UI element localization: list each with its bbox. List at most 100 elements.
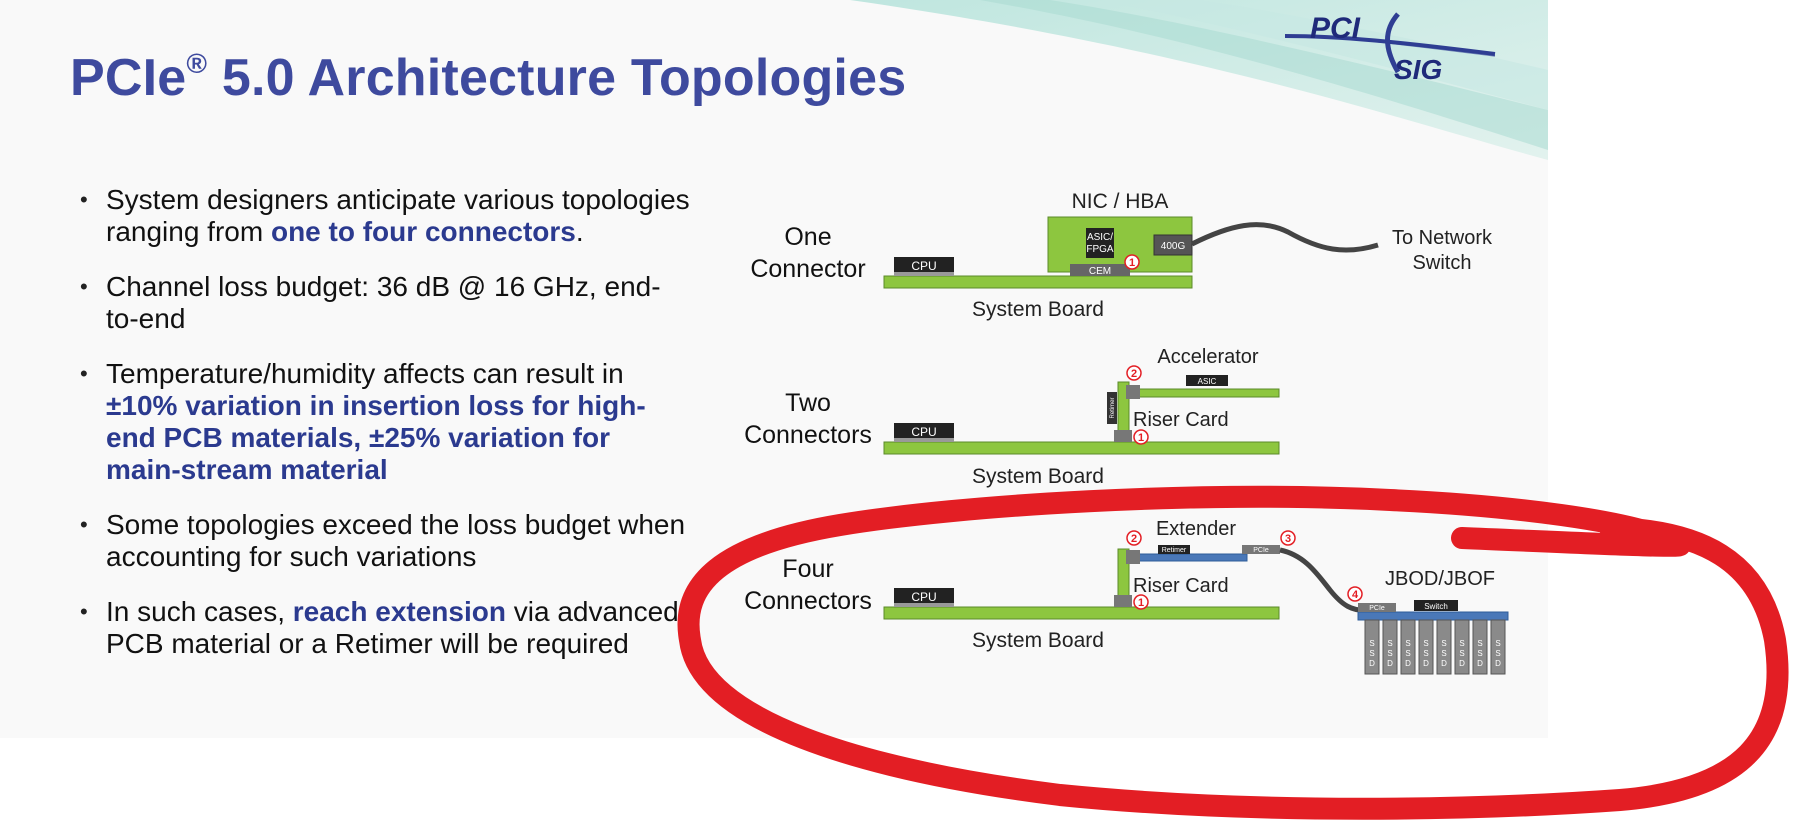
two-cpu-label: CPU <box>911 425 936 439</box>
ssd-drive: SSD <box>1364 619 1380 675</box>
one-system-board <box>883 275 1193 289</box>
ssd-letter: D <box>1387 659 1393 668</box>
one-network-cable <box>1190 222 1379 253</box>
slide: PCI SIG PCIe® 5.0 Architecture Topologie… <box>0 0 1548 738</box>
one-dest-line1: To Network <box>1392 227 1493 249</box>
ssd-drive: SSD <box>1472 619 1488 675</box>
four-cpu-label: CPU <box>911 590 936 604</box>
ssd-letter: D <box>1405 659 1411 668</box>
one-marker-1-label: 1 <box>1129 257 1135 269</box>
two-marker-1 <box>1133 429 1149 445</box>
bullet-highlight-text: ±10% variation in insertion loss for hig… <box>106 390 646 485</box>
topology-four-connectors: Four Connectors System Board CPU Riser C… <box>744 518 1509 675</box>
bullet-item: Temperature/humidity affects can result … <box>80 358 690 486</box>
ssd-letter: D <box>1459 659 1465 668</box>
four-label-line2: Connectors <box>744 587 872 615</box>
title-rest: 5.0 Architecture Topologies <box>207 49 907 107</box>
four-extender-card <box>1128 553 1248 562</box>
bullet-item: Channel loss budget: 36 dB @ 16 GHz, end… <box>80 271 690 335</box>
ssd-letter: S <box>1387 639 1392 648</box>
bullet-text: Some topologies exceed the loss budget w… <box>106 509 686 572</box>
one-asic-line1: ASIC/ <box>1087 232 1113 243</box>
two-accelerator-card <box>1128 388 1280 398</box>
topology-one-connector: One Connector System Board CPU NIC / HBA… <box>750 190 1493 321</box>
two-system-board <box>883 441 1280 455</box>
ssd-letter: S <box>1405 649 1410 658</box>
one-label-line1: One <box>784 223 831 251</box>
bullet-highlight-text: reach extension <box>292 596 506 627</box>
four-board-label: System Board <box>972 629 1104 652</box>
one-cpu-pins <box>894 272 954 276</box>
topology-diagram: One Connector System Board CPU NIC / HBA… <box>744 190 1509 675</box>
two-accelerator-label: Accelerator <box>1157 346 1258 368</box>
ssd-letter: S <box>1405 639 1410 648</box>
two-accel-connector <box>1126 385 1140 399</box>
two-riser-connector-bottom <box>1114 430 1132 442</box>
one-marker-1 <box>1124 254 1140 270</box>
pci-sig-logo: PCI SIG <box>1280 6 1500 86</box>
bullet-item: In such cases, reach extension via advan… <box>80 596 690 660</box>
logo-swirl-icon <box>1284 12 1496 74</box>
four-jbod-pcie-label: PCIe <box>1369 605 1385 612</box>
bullet-text: Channel loss budget: 36 dB @ 16 GHz, end… <box>106 271 661 334</box>
ssd-letter: S <box>1459 639 1464 648</box>
two-marker-2 <box>1126 365 1142 381</box>
one-label-line2: Connector <box>750 255 865 283</box>
two-cpu-pins <box>894 438 954 442</box>
topology-two-connectors: Two Connectors System Board CPU Retimer … <box>744 346 1280 488</box>
logo-pci-text: PCI <box>1310 12 1361 45</box>
four-pcie-label: PCIe <box>1253 547 1269 554</box>
two-label-line2: Connectors <box>744 421 872 449</box>
page-title: PCIe® 5.0 Architecture Topologies <box>70 48 906 108</box>
ssd-drive: SSD <box>1454 619 1470 675</box>
ssd-drive: SSD <box>1382 619 1398 675</box>
four-system-board <box>883 606 1280 620</box>
ssd-drive: SSD <box>1436 619 1452 675</box>
two-label-line1: Two <box>785 389 831 417</box>
four-cpu-pins <box>894 603 954 607</box>
ssd-letter: S <box>1369 639 1374 648</box>
one-dest-line2: Switch <box>1413 252 1472 274</box>
four-marker-4-label: 4 <box>1352 589 1359 601</box>
one-cem-label: CEM <box>1089 266 1111 277</box>
four-riser-connector-bottom <box>1114 595 1132 607</box>
bullet-text: In such cases, <box>106 596 293 627</box>
two-cpu-chip <box>894 423 954 439</box>
four-extender-label: Extender <box>1156 518 1236 540</box>
ssd-letter: D <box>1423 659 1429 668</box>
one-port-chip <box>1153 234 1193 256</box>
two-board-label: System Board <box>972 465 1104 488</box>
ssd-drive: SSD <box>1400 619 1416 675</box>
title-registered-mark: ® <box>186 47 208 79</box>
one-nic-label: NIC / HBA <box>1072 190 1169 213</box>
bullet-item: Some topologies exceed the loss budget w… <box>80 509 690 573</box>
two-retimer-label: Retimer <box>1110 397 1116 418</box>
bullet-text: via advanced PCB material or a Retimer w… <box>106 596 679 659</box>
one-asic-chip <box>1086 228 1114 258</box>
two-riser-label: Riser Card <box>1133 409 1229 431</box>
ssd-letter: S <box>1477 649 1482 658</box>
four-marker-2-label: 2 <box>1131 533 1137 545</box>
two-retimer-chip <box>1107 392 1117 424</box>
ssd-letter: D <box>1477 659 1483 668</box>
ssd-letter: S <box>1369 649 1374 658</box>
ssd-letter: D <box>1369 659 1375 668</box>
logo-sig-text: SIG <box>1394 54 1443 85</box>
four-jbod-label: JBOD/JBOF <box>1385 568 1495 590</box>
bullet-item: System designers anticipate various topo… <box>80 184 690 248</box>
ssd-letter: S <box>1423 649 1428 658</box>
bullet-highlight-text: one to four connectors <box>270 216 576 247</box>
four-marker-1-label: 1 <box>1138 597 1144 609</box>
two-marker-2-label: 2 <box>1131 368 1137 380</box>
bullet-list: System designers anticipate various topo… <box>80 184 690 683</box>
one-cem-connector <box>1070 264 1130 276</box>
four-marker-3-label: 3 <box>1285 533 1291 545</box>
ssd-letter: S <box>1477 639 1482 648</box>
one-asic-line2: FPGA <box>1086 244 1114 255</box>
title-pcie: PCIe <box>70 49 187 107</box>
ssd-letter: S <box>1441 639 1446 648</box>
one-cpu-label: CPU <box>911 259 936 273</box>
ssd-letter: S <box>1387 649 1392 658</box>
four-retimer-label: Retimer <box>1162 547 1187 554</box>
